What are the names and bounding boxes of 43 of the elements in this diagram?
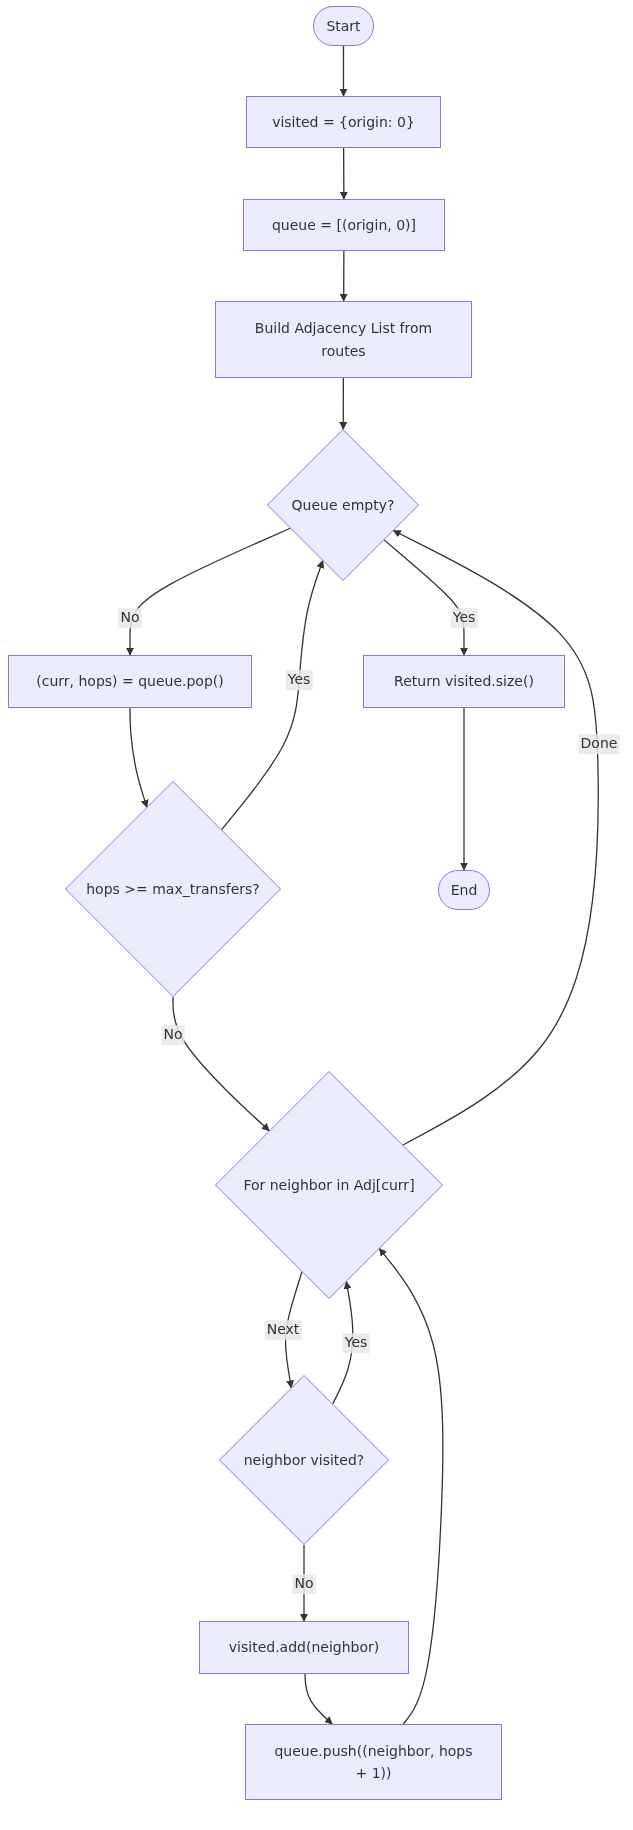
edge-label: No: [292, 1574, 316, 1594]
node-label: End: [449, 880, 479, 900]
node-label: visited = {origin: 0}: [271, 112, 416, 132]
process-box: [8, 655, 252, 708]
node-label: For neighbor in Adj[curr]: [242, 1175, 416, 1195]
node-label: queue = [(origin, 0)]: [271, 215, 417, 235]
node-label: Queue empty?: [290, 495, 396, 515]
arrow: [300, 1544, 308, 1622]
edge-label: Done: [578, 734, 620, 754]
edge-label: Next: [264, 1320, 302, 1340]
edge-label: Yes: [450, 608, 478, 628]
edge-label: No: [118, 608, 142, 628]
terminal-node: [313, 6, 374, 46]
arrow: [339, 250, 348, 302]
process-box: [245, 1724, 502, 1800]
edge-label: Yes: [285, 670, 313, 690]
node-label: visited.add(neighbor): [227, 1638, 381, 1658]
process-box: [243, 199, 445, 251]
node-label: queue.push((neighbor, hops + 1)): [273, 1741, 474, 1783]
node-label: hops >= max_transfers?: [85, 879, 261, 899]
process-box: [199, 1621, 409, 1674]
arrow: [339, 45, 348, 97]
arrow: [172, 996, 270, 1132]
process-box: [363, 655, 565, 708]
arrow: [339, 377, 348, 431]
node-label: Return visited.size(): [393, 672, 535, 692]
arrow: [304, 1673, 333, 1725]
arrow: [378, 1247, 444, 1725]
node-label: neighbor visited?: [242, 1450, 366, 1470]
node-label: Build Adjacency List from routes: [253, 319, 434, 361]
arrow: [339, 147, 348, 200]
edge-label: Yes: [342, 1333, 370, 1353]
node-label: (curr, hops) = queue.pop(): [35, 672, 225, 692]
arrow: [126, 527, 291, 656]
arrow: [392, 529, 599, 1146]
terminal-node: [438, 870, 490, 910]
edge-label: No: [161, 1025, 185, 1045]
process-box: [215, 301, 472, 378]
arrow: [220, 560, 325, 831]
process-box: [246, 96, 441, 148]
arrow: [129, 707, 149, 808]
arrow: [460, 707, 468, 871]
node-label: Start: [325, 16, 362, 36]
